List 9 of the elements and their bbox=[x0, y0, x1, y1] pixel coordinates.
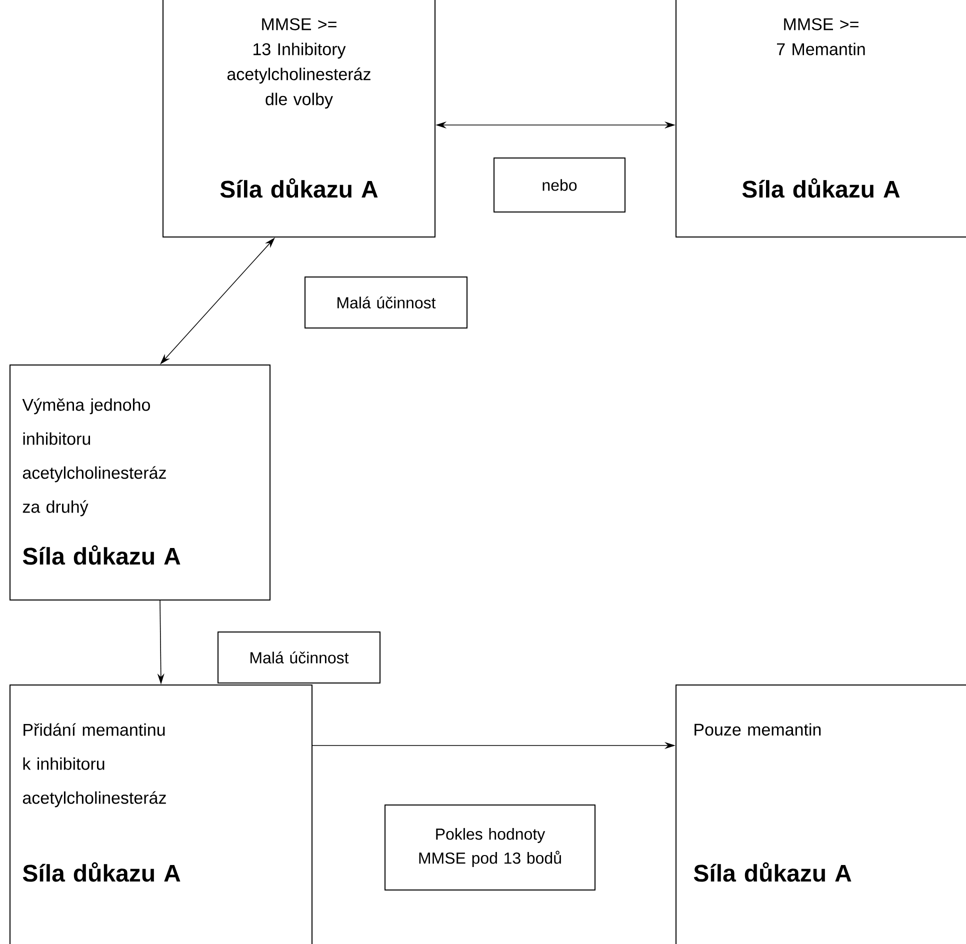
process-box: Výměna jednoho inhibitoru acetylcholinesteráz za druhý Síla důkazu A bbox=[10, 364, 270, 600]
note-box: Malá účinnost bbox=[304, 276, 468, 328]
process-box: Přidání memantinu k inhibitoru acetylcholinesteráz Síla důkazu A bbox=[10, 684, 312, 944]
process-box: MMSE >= 13 Inhibitory acetylcholinesteráz dle volby Síla důkazu A bbox=[162, 0, 436, 238]
note-box: Pokles hodnoty MMSE pod 13 bodů bbox=[384, 804, 596, 890]
process-box: MMSE >= 7 Memantin Síla důkazu A bbox=[676, 0, 966, 238]
note-box: nebo bbox=[494, 158, 626, 212]
note-box: Malá účinnost bbox=[218, 632, 380, 684]
process-box: Pouze memantin Síla důkazu A bbox=[676, 684, 966, 944]
